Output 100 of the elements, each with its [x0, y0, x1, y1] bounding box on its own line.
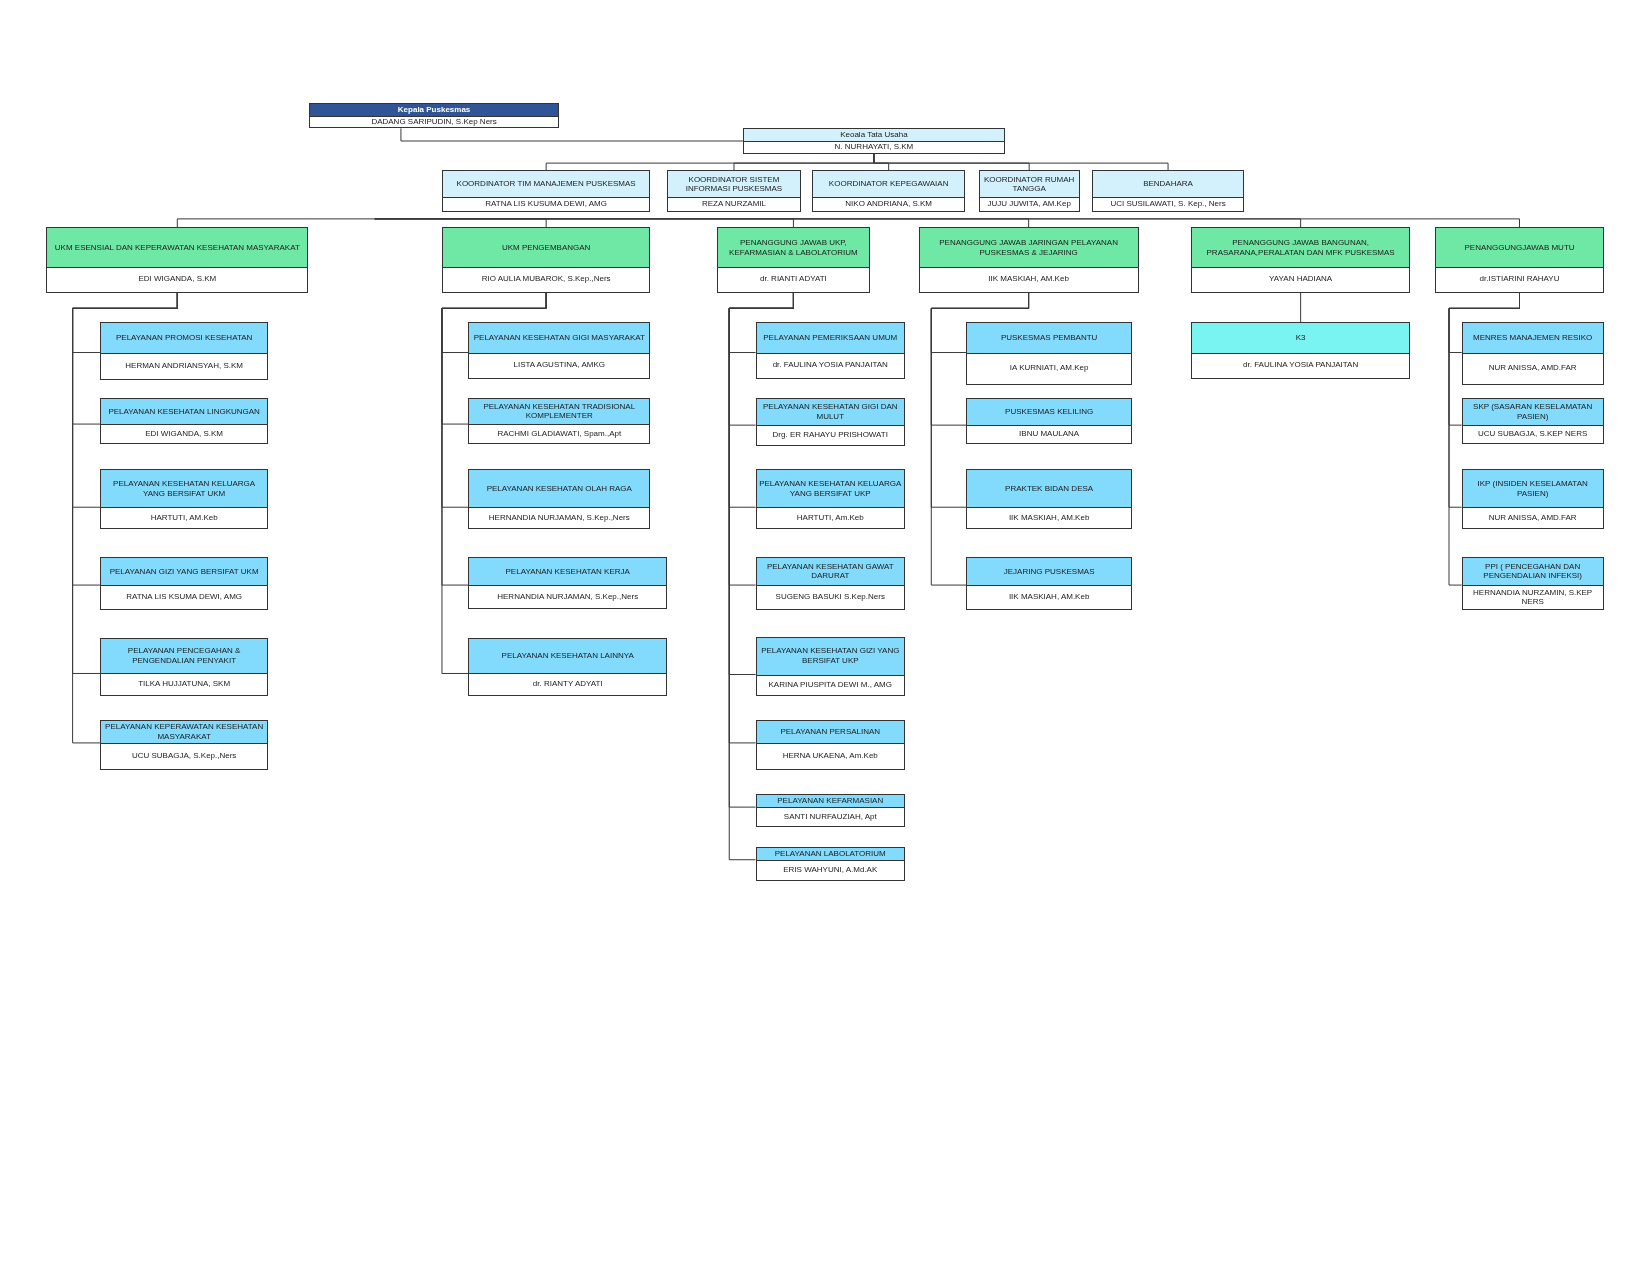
person-name: dr. FAULINA YOSIA PANJAITAN [1243, 361, 1359, 371]
org-position-box [1092, 170, 1244, 212]
org-position-box [755, 556, 905, 611]
position-title: PELAYANAN KESEHATAN GIGI MASYARAKAT [473, 332, 645, 343]
person-name: UCU SUBAGJA, S.KEP NERS [1478, 430, 1588, 439]
org-position-box [755, 719, 905, 771]
connector-line [176, 218, 376, 228]
person-name: TILKA HUJJATUNA, SKM [138, 680, 231, 689]
person-name: RATNA LIS KSUMA DEWI, AMG [126, 593, 243, 603]
person-name: HERNA UKAENA, Am.Keb [782, 752, 878, 761]
position-title: PENANGGUNGJAWAB MUTU [1464, 242, 1575, 253]
person-name: dr. RIANTI ADYATI [760, 275, 827, 285]
connector-line [400, 127, 744, 142]
connector-line [930, 292, 1030, 586]
position-title: PRAKTEK BIDAN DESA [1005, 483, 1094, 494]
org-position-box [755, 469, 905, 530]
org-position-box [812, 170, 965, 212]
person-name: RATNA LIS KUSUMA DEWI, AMG [485, 199, 607, 209]
position-title: Keoala Tata Usaha [840, 130, 908, 140]
position-title: IKP (INSIDEN KESELAMATAN PASIEN) [1476, 479, 1589, 499]
org-position-box [468, 556, 668, 610]
org-position-box [468, 469, 651, 530]
connector-line [1300, 292, 1302, 323]
org-position-box [99, 322, 269, 380]
position-title: PELAYANAN KESEHATAN GAWAT DARURAT [765, 561, 895, 581]
person-name: Drg. ER RAHAYU PRISHOWATI [772, 431, 888, 441]
position-title: JEJARING PUSKESMAS [1003, 566, 1095, 577]
position-title: KOORDINATOR TIM MANAJEMEN PUSKESMAS [456, 179, 636, 189]
org-position-box [99, 637, 269, 696]
org-position-box [755, 847, 905, 881]
org-position-box [755, 322, 905, 379]
position-title: PELAYANAN KESEHATAN LAINNYA [501, 651, 634, 661]
person-name: LISTA AGUSTINA, AMKG [513, 361, 605, 371]
org-position-box [1191, 227, 1411, 293]
position-title: PELAYANAN KEFARMASIAN [777, 796, 884, 807]
org-position-box [441, 227, 651, 293]
person-name: JUJU JUWITA, AM.Kep [987, 199, 1071, 209]
org-position-box [1435, 227, 1604, 293]
position-title: PELAYANAN KESEHATAN KELUARGA YANG BERSIFAT UKP [758, 479, 902, 499]
position-title: KOORDINATOR KEPEGAWAIAN [828, 179, 949, 189]
person-name: IIK MASKIAH, AM.Keb [988, 275, 1069, 285]
org-position-box [309, 103, 559, 129]
person-name: NIKO ANDRIANA, S.KM [845, 199, 932, 209]
position-title: K3 [1295, 332, 1306, 343]
position-title: PELAYANAN KESEHATAN TRADISIONAL KOMPLEMENTER [482, 401, 637, 421]
person-name: IIK MASKIAH, AM.Keb [1008, 513, 1090, 523]
org-position-box [468, 322, 651, 379]
connector-line [72, 292, 178, 744]
position-title: PELAYANAN KEPERAWATAN KESEHATAN MASYARAKAT [104, 722, 265, 742]
person-name: UCU SUBAGJA, S.Kep.,Ners [131, 752, 237, 761]
position-title: PUSKESMAS PEMBANTU [1000, 332, 1098, 343]
person-name: dr. RIANTY ADYATI [532, 680, 603, 689]
person-name: NUR ANISSA, AMD.FAR [1488, 364, 1577, 374]
position-title: PELAYANAN PERSALINAN [780, 727, 881, 737]
position-title: MENRES MANAJEMEN RESIKO [1473, 332, 1593, 343]
person-name: KARINA PIUSPITA DEWI M., AMG [768, 680, 892, 690]
org-position-box [1191, 322, 1411, 379]
connector-line [374, 218, 1520, 228]
position-title: PELAYANAN KESEHATAN LINGKUNGAN [108, 406, 260, 417]
position-title: BENDAHARA [1143, 179, 1193, 189]
person-name: IBNU MAULANA [1019, 430, 1080, 439]
person-name: RACHMI GLADIAWATI, Spam.,Apt [497, 429, 622, 439]
position-title: PELAYANAN LABOLATORIUM [774, 849, 886, 859]
position-title: UKM PENGEMBANGAN [501, 242, 591, 253]
person-name: IA KURNIATI, AM.Kep [1009, 364, 1089, 374]
org-position-box [46, 227, 309, 293]
position-title: PELAYANAN PEMERIKSAAN UMUM [763, 332, 898, 343]
position-title: PELAYANAN PROMOSI KESEHATAN [115, 332, 253, 343]
org-position-box [667, 170, 801, 212]
person-name: HERNANDIA NURJAMAN, S.Kep.,Ners [488, 513, 630, 523]
person-name: SUGENG BASUKI S.Kep.Ners [775, 593, 885, 603]
person-name: HARTUTI, AM.Keb [150, 513, 218, 523]
position-title: PELAYANAN KESEHATAN KELUARGA YANG BERSIFAT UKM [112, 479, 257, 499]
person-name: SANTI NURFAUZIAH, Apt [783, 812, 877, 822]
org-position-box [966, 556, 1133, 611]
person-name: RIO AULIA MUBAROK, S.Kep.,Ners [481, 275, 611, 285]
position-title: PENANGGUNG JAWAB JARINGAN PELAYANAN PUSKESMAS & JEJARING [938, 238, 1119, 258]
position-title: UKM ESENSIAL DAN KEPERAWATAN KESEHATAN MASYARAKAT [54, 242, 300, 253]
position-title: PELAYANAN KESEHATAN KERJA [505, 566, 630, 577]
org-position-box [1461, 469, 1604, 530]
connector-line [873, 153, 1169, 171]
org-position-box [966, 469, 1133, 530]
person-name: EDI WIGANDA, S.KM [138, 275, 217, 285]
org-position-box [1461, 556, 1604, 611]
org-position-box [755, 794, 905, 828]
position-title: KOORDINATOR RUMAH TANGGA [982, 174, 1076, 194]
position-title: PELAYANAN PENCEGAHAN & PENGENDALIAN PENYAKIT [126, 646, 242, 666]
person-name: HERMAN ANDRIANSYAH, S.KM [125, 361, 243, 371]
person-name: HERNANDIA NURJAMAN, S.Kep.,Ners [497, 592, 639, 602]
person-name: NUR ANISSA, AMD.FAR [1488, 513, 1577, 523]
position-title: PELAYANAN KESEHATAN GIZI YANG BERSIFAT UKP [760, 646, 901, 666]
org-position-box [742, 128, 1005, 154]
person-name: N. NURHAYATI, S.KM [834, 142, 914, 152]
org-position-box [966, 322, 1133, 386]
position-title: PELAYANAN KESEHATAN GIGI DAN MULUT [761, 402, 899, 422]
connector-line [1448, 292, 1520, 586]
org-position-box [755, 397, 905, 447]
org-position-box [966, 397, 1133, 445]
person-name: EDI WIGANDA, S.KM [145, 429, 224, 439]
person-name: dr. FAULINA YOSIA PANJAITAN [772, 361, 888, 371]
